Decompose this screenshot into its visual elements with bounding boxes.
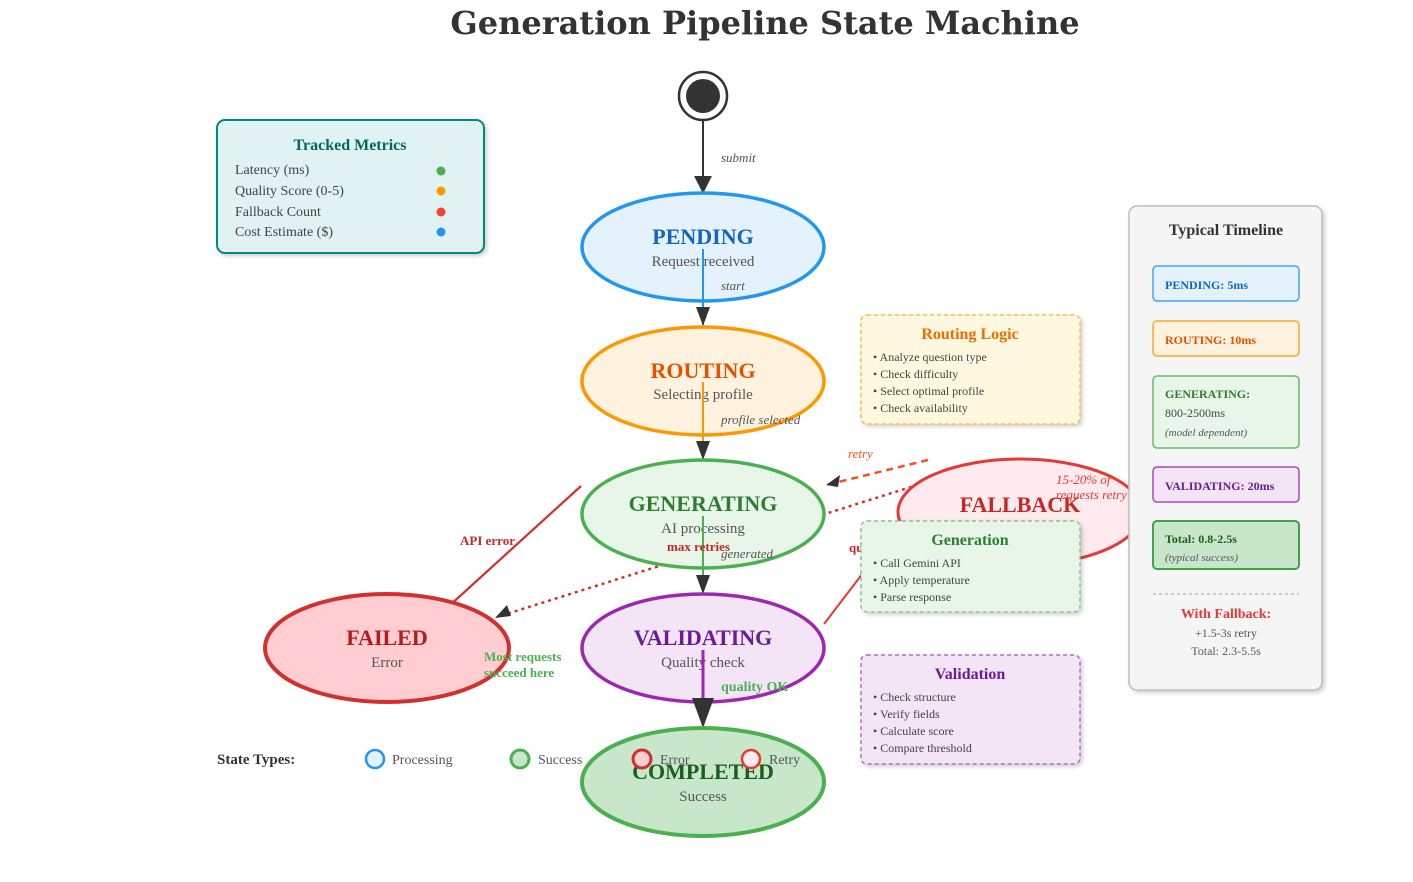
edge-quality-ok-arrowhead	[692, 698, 714, 728]
timeline-title: Typical Timeline	[1169, 222, 1283, 239]
metric-dot	[436, 207, 446, 217]
legend-error-label: Error	[660, 753, 690, 768]
timeline-generating-value: 800-2500ms	[1165, 406, 1225, 420]
state-routing-name: ROUTING	[650, 358, 755, 383]
routing-logic-note: Routing Logic • Analyze question type • …	[860, 314, 1081, 425]
state-fallback-name: FALLBACK	[960, 492, 1081, 517]
generation-title: Generation	[931, 532, 1008, 549]
metric-dot	[436, 227, 446, 237]
legend-retry-swatch	[740, 748, 762, 770]
timeline-routing: ROUTING: 10ms	[1165, 333, 1256, 347]
generation-item: • Apply temperature	[873, 573, 970, 587]
metric-item: Fallback Count	[235, 205, 321, 220]
edge-retry	[825, 458, 929, 487]
legend-retry-label: Retry	[769, 753, 800, 768]
state-completed-sub: Success	[679, 789, 727, 805]
validation-note: Validation • Check structure • Verify fi…	[860, 654, 1081, 765]
validation-title: Validation	[935, 666, 1006, 683]
routing-logic-item: • Select optimal profile	[873, 384, 984, 398]
validation-item: • Verify fields	[873, 707, 940, 721]
edge-label-max-retries: max retries	[667, 539, 730, 554]
metrics-title: Tracked Metrics	[294, 137, 407, 154]
validation-item: • Compare threshold	[873, 741, 972, 755]
metric-item: Quality Score (0-5)	[235, 184, 344, 199]
timeline-generating-note: (model dependent)	[1165, 427, 1247, 439]
success-annotation-line2: succeed here	[484, 665, 554, 680]
timeline-fallback-total: Total: 2.3-5.5s	[1191, 644, 1261, 658]
state-generating-name: GENERATING	[629, 491, 778, 516]
legend-processing-swatch	[364, 748, 386, 770]
state-routing: ROUTING Selecting profile	[580, 325, 826, 437]
routing-logic-item: • Check availability	[873, 401, 968, 415]
state-types-legend: State Types: Processing Success Error Re…	[217, 748, 800, 770]
state-pending-name: PENDING	[652, 224, 753, 249]
state-failed: FAILED Error	[263, 592, 511, 704]
generation-item: • Parse response	[873, 590, 951, 604]
timeline-fallback-retry: +1.5-3s retry	[1195, 626, 1257, 640]
legend-error-swatch	[631, 748, 653, 770]
edge-label-start: start	[721, 278, 745, 293]
edge-label-profile-selected: profile selected	[720, 412, 801, 427]
edge-label-api-error: API error	[460, 533, 515, 548]
state-generating: GENERATING AI processing	[580, 458, 826, 570]
fallback-annotation-line1: 15-20% of	[1056, 472, 1113, 487]
generation-item: • Call Gemini API	[873, 556, 961, 570]
state-failed-name: FAILED	[346, 625, 428, 650]
edge-api-error	[436, 485, 582, 618]
legend-success-label: Success	[538, 753, 582, 768]
metric-dot	[436, 186, 446, 196]
state-failed-sub: Error	[371, 655, 403, 671]
edge-label-quality-ok: quality OK	[721, 680, 788, 695]
diagram-title: Generation Pipeline State Machine	[450, 4, 1079, 42]
legend-processing-label: Processing	[392, 753, 453, 768]
validation-item: • Calculate score	[873, 724, 954, 738]
metric-item: Latency (ms)	[235, 163, 310, 178]
start-node	[677, 70, 729, 122]
generation-note: Generation • Call Gemini API • Apply tem…	[860, 520, 1081, 613]
timeline-total-note: (typical success)	[1165, 552, 1238, 564]
legend-success-swatch	[509, 748, 531, 770]
timeline-pending: PENDING: 5ms	[1165, 278, 1248, 292]
edge-generated-arrowhead	[696, 575, 710, 594]
edge-label-quality-fail: qu	[849, 540, 863, 555]
state-validating: VALIDATING Quality check	[580, 592, 826, 704]
edge-label-generated: generated	[721, 546, 773, 561]
timeline-fallback-title: With Fallback:	[1181, 607, 1271, 622]
state-pending: PENDING Request received	[580, 191, 826, 303]
state-completed: COMPLETED Success	[580, 726, 826, 838]
tracked-metrics-panel: Tracked Metrics Latency (ms) Quality Sco…	[216, 119, 485, 254]
timeline-validating: VALIDATING: 20ms	[1165, 479, 1275, 493]
edge-label-retry: retry	[848, 446, 873, 461]
edge-max-retries-arrowhead	[495, 605, 511, 618]
timeline-panel: Typical Timeline PENDING: 5ms ROUTING: 1…	[1128, 205, 1323, 691]
timeline-generating-label: GENERATING:	[1165, 387, 1250, 401]
metric-item: Cost Estimate ($)	[235, 225, 333, 240]
fallback-annotation-line2: requests retry	[1056, 487, 1127, 502]
edge-start-arrowhead	[696, 307, 710, 326]
state-validating-name: VALIDATING	[634, 625, 773, 650]
metric-dot	[436, 166, 446, 176]
edge-profile-selected-arrowhead	[696, 441, 710, 460]
success-annotation-line1: Most requests	[484, 649, 561, 664]
edge-retry-arrowhead	[826, 475, 840, 487]
routing-logic-item: • Check difficulty	[873, 367, 958, 381]
routing-logic-item: • Analyze question type	[873, 350, 987, 364]
legend-title: State Types:	[217, 752, 295, 768]
routing-logic-title: Routing Logic	[921, 326, 1018, 343]
edge-label-submit: submit	[721, 150, 756, 165]
validation-item: • Check structure	[873, 690, 956, 704]
timeline-total: Total: 0.8-2.5s	[1165, 532, 1237, 546]
